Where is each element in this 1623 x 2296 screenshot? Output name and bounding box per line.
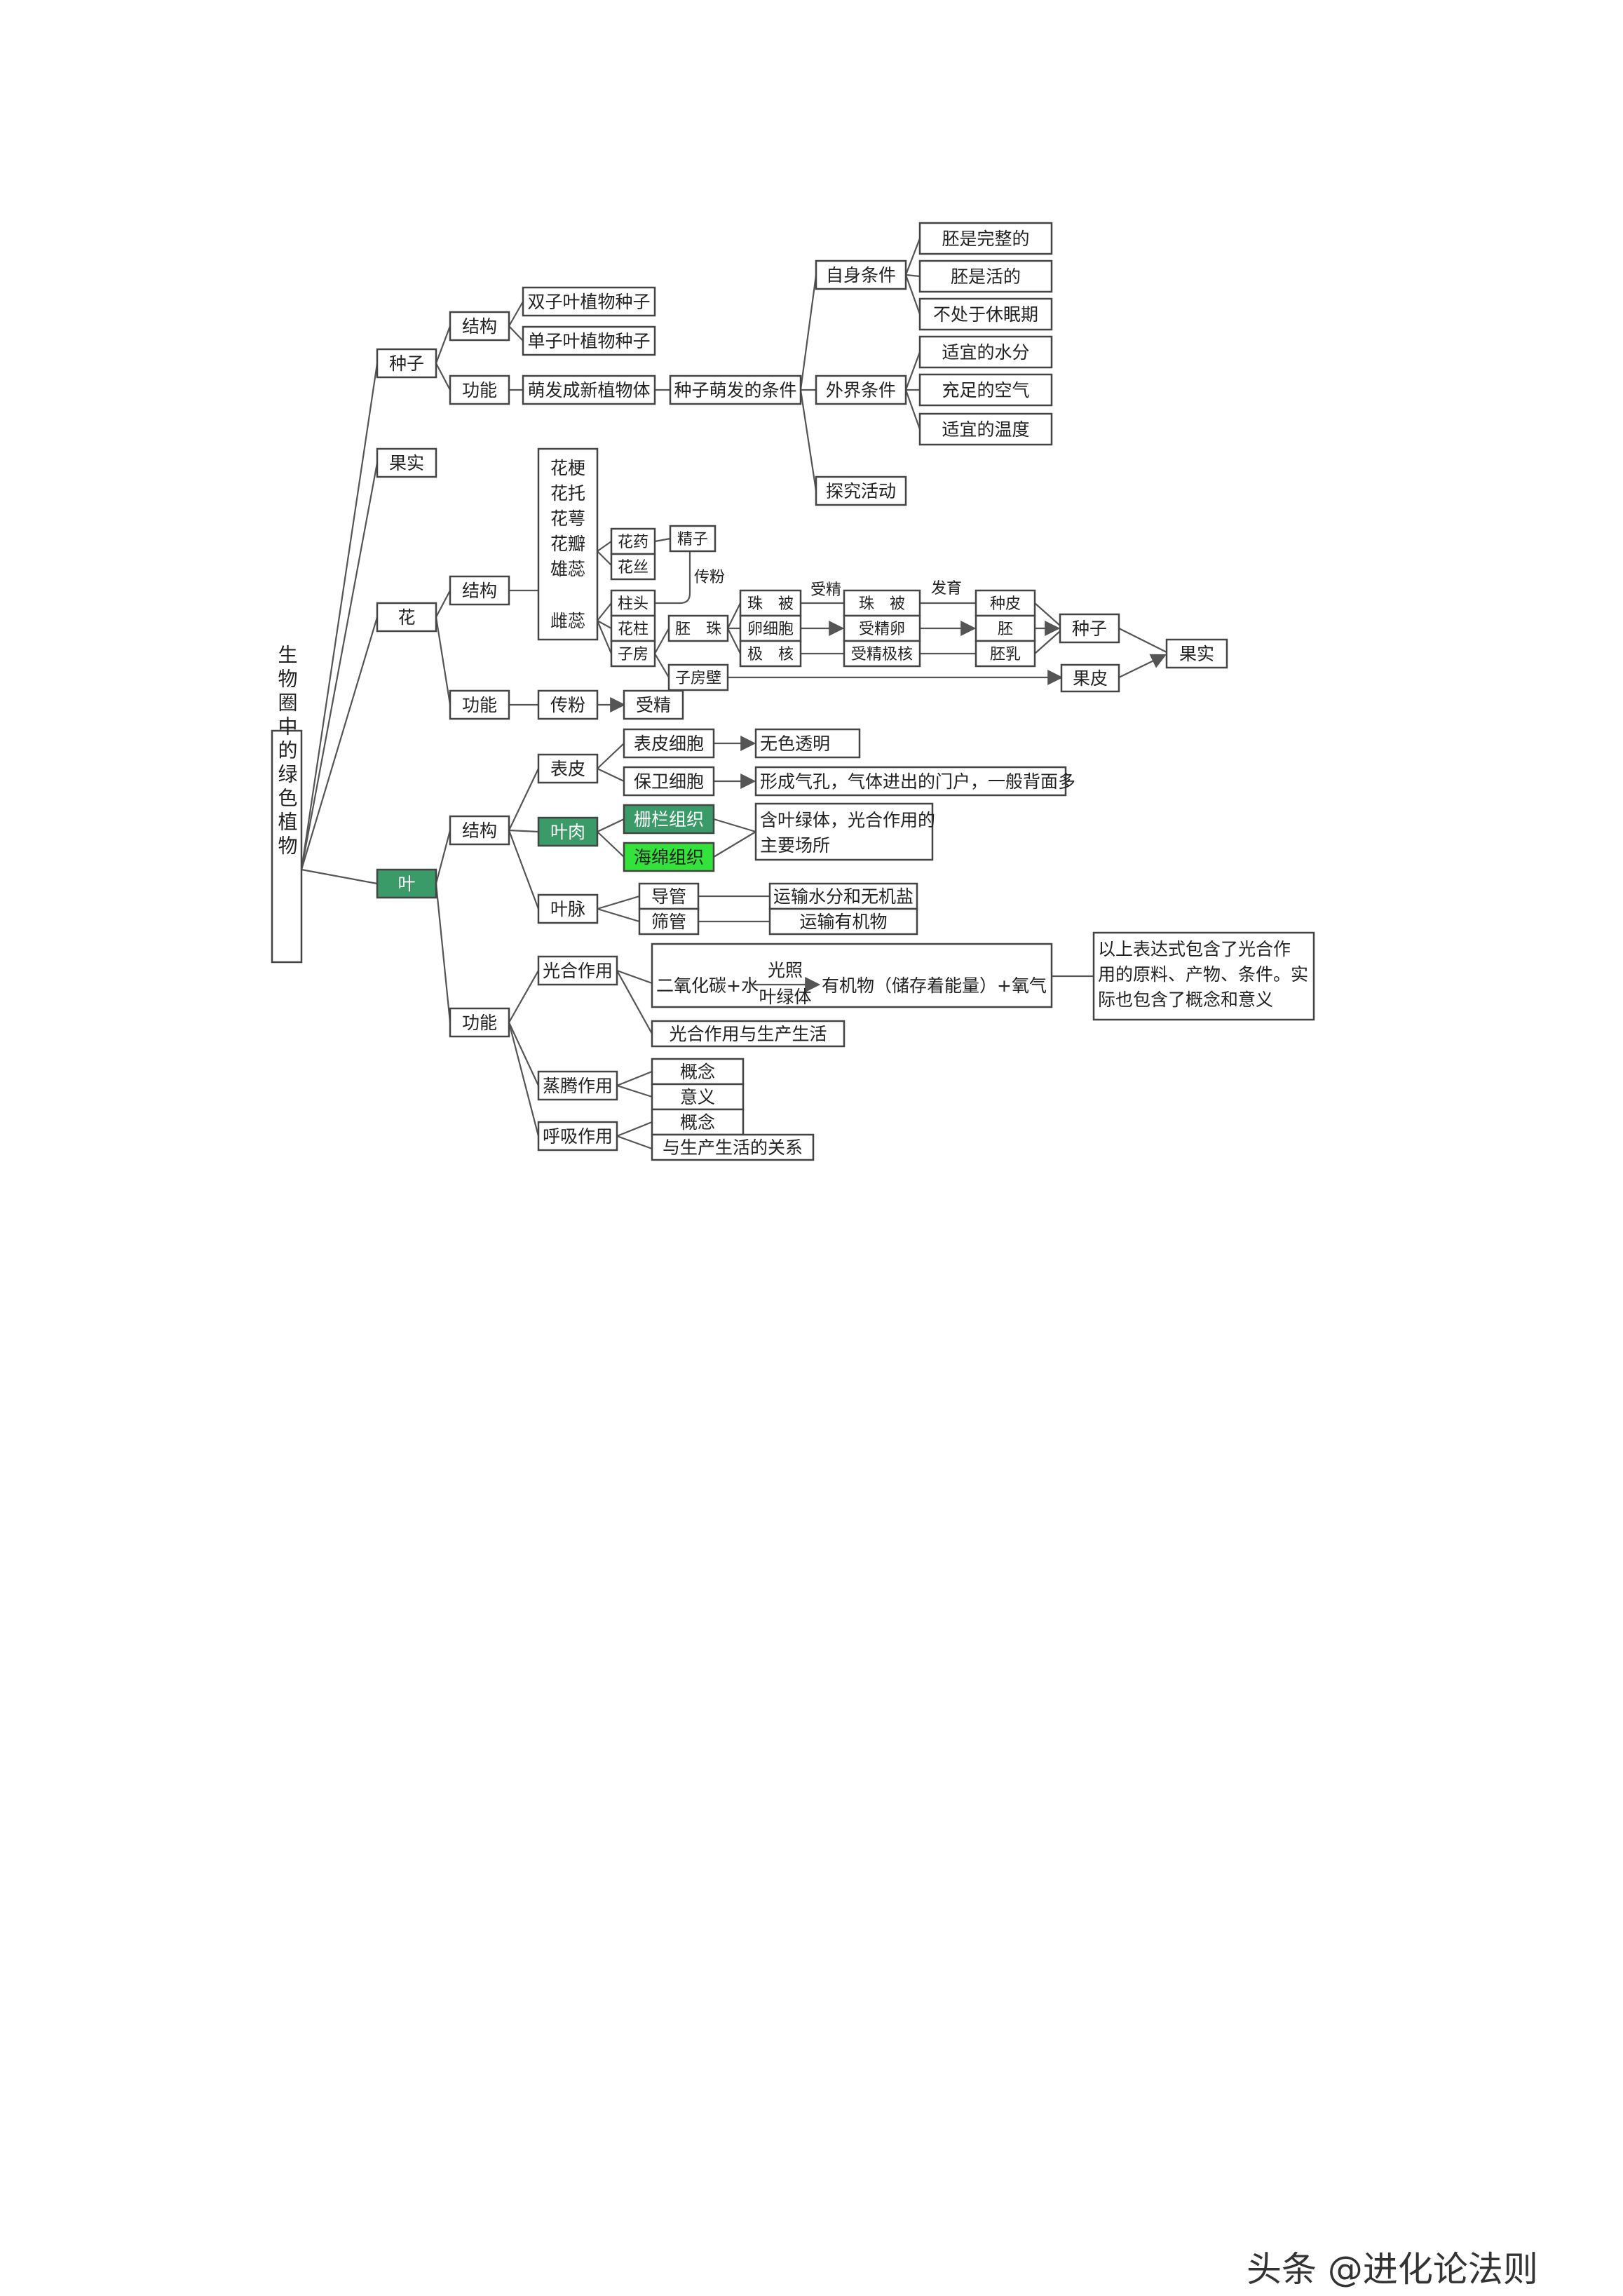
equation-condition-bottom: 叶绿体 bbox=[759, 987, 811, 1007]
epidermal-cell: 表皮细胞 bbox=[634, 734, 704, 754]
leaf-structure: 结构 bbox=[462, 821, 497, 841]
result-seed: 种子 bbox=[1072, 619, 1107, 639]
sufficient-air: 充足的空气 bbox=[942, 380, 1029, 400]
mesophyll: 叶肉 bbox=[550, 822, 585, 842]
meaning-transpiration: 意义 bbox=[680, 1087, 715, 1107]
seed-function: 功能 bbox=[462, 380, 497, 400]
filament: 花丝 bbox=[618, 559, 648, 576]
leaf-label: 叶 bbox=[398, 874, 415, 894]
root-title: 生物圈中的绿色植物 bbox=[276, 644, 299, 859]
respiration-life-relation: 与生产生活的关系 bbox=[663, 1137, 803, 1158]
note-line-2: 用的原料、产物、条件。实 bbox=[1098, 964, 1308, 985]
photosynthesis: 光合作用 bbox=[543, 961, 613, 981]
seed-branch: 种子 结构 功能 双子叶植物种子 单子叶植物种子 萌发成新植物体 种子萌发的条件… bbox=[376, 222, 1053, 506]
egg-cell: 卵细胞 bbox=[747, 621, 794, 638]
pollination-label: 传粉 bbox=[694, 569, 725, 586]
develop-plant: 萌发成新植物体 bbox=[527, 380, 650, 400]
flower-structure: 结构 bbox=[462, 581, 497, 601]
external-conditions: 外界条件 bbox=[826, 380, 896, 400]
embryo: 胚 bbox=[998, 621, 1013, 638]
transport-organic: 运输有机物 bbox=[799, 912, 887, 932]
fertilization-label: 受精 bbox=[810, 581, 841, 599]
concept-respiration: 概念 bbox=[680, 1112, 715, 1133]
chloroplast-line-1: 含叶绿体，光合作用的 bbox=[760, 810, 935, 830]
stoma-description: 形成气孔，气体进出的门户，一般背面多 bbox=[760, 771, 1075, 792]
monocot-seed: 单子叶植物种子 bbox=[527, 331, 650, 351]
vein: 叶脉 bbox=[550, 899, 585, 919]
concept-transpiration: 概念 bbox=[680, 1062, 715, 1082]
photosynthesis-life: 光合作用与生产生活 bbox=[669, 1024, 827, 1044]
ovary-wall: 子房壁 bbox=[675, 670, 721, 687]
connector-lines: 传粉 受精 发育 bbox=[300, 238, 1167, 1150]
style: 花柱 bbox=[618, 621, 648, 638]
embryo-alive: 胚是活的 bbox=[951, 266, 1021, 287]
pollination: 传粉 bbox=[550, 695, 585, 715]
equation-condition-top: 光照 bbox=[768, 960, 803, 980]
result-fruit: 果实 bbox=[1179, 644, 1214, 664]
pistil-label: 雌蕊 bbox=[550, 611, 585, 631]
colorless-transparent: 无色透明 bbox=[760, 734, 830, 754]
polar-nuclei: 极 核 bbox=[747, 646, 794, 663]
equation-left: 二氧化碳+水 bbox=[656, 975, 759, 996]
germination-conditions: 种子萌发的条件 bbox=[674, 380, 796, 400]
explore-activity: 探究活动 bbox=[826, 481, 896, 501]
stigma: 柱头 bbox=[618, 595, 648, 613]
watermark: 头条 @进化论法则 bbox=[1247, 2249, 1538, 2290]
seed-label: 种子 bbox=[389, 353, 424, 374]
fertilized-polar: 受精极核 bbox=[851, 646, 913, 663]
respiration: 呼吸作用 bbox=[543, 1126, 613, 1147]
integument: 珠 被 bbox=[747, 595, 794, 613]
zygote: 受精卵 bbox=[859, 621, 905, 638]
flower-function: 功能 bbox=[462, 695, 497, 715]
leaf-function: 功能 bbox=[462, 1013, 497, 1033]
suitable-temperature: 适宜的温度 bbox=[942, 419, 1029, 440]
sperm: 精子 bbox=[677, 531, 708, 548]
pericarp: 果皮 bbox=[1073, 668, 1108, 689]
anther: 花药 bbox=[618, 534, 648, 551]
note-line-3: 际也包含了概念和意义 bbox=[1098, 990, 1273, 1010]
ovary: 子房 bbox=[618, 646, 648, 663]
suitable-water: 适宜的水分 bbox=[942, 342, 1029, 363]
transpiration: 蒸腾作用 bbox=[543, 1076, 613, 1096]
fertilization: 受精 bbox=[636, 695, 671, 715]
flower-branch: 花 结构 功能 花梗花托花萼花瓣雄蕊 雌蕊 花药 花丝 精子 柱头 花柱 子房 … bbox=[376, 447, 1228, 720]
vessel: 导管 bbox=[651, 886, 686, 907]
develop-label: 发育 bbox=[931, 580, 962, 597]
flower-label: 花 bbox=[398, 607, 415, 628]
self-conditions: 自身条件 bbox=[826, 265, 896, 285]
equation-right: 有机物（储存着能量）+氧气 bbox=[822, 975, 1047, 996]
equation-box bbox=[651, 943, 1053, 1008]
ovule: 胚 珠 bbox=[675, 621, 721, 638]
seed-coat: 种皮 bbox=[990, 595, 1021, 613]
sieve-tube: 筛管 bbox=[651, 912, 686, 932]
flower-parts: 花梗花托花萼花瓣雄蕊 bbox=[550, 458, 585, 579]
guard-cell: 保卫细胞 bbox=[634, 771, 704, 792]
chloroplast-line-2: 主要场所 bbox=[760, 835, 830, 856]
seed-structure: 结构 bbox=[462, 316, 497, 337]
transport-water: 运输水分和无机盐 bbox=[773, 886, 914, 907]
not-dormant: 不处于休眠期 bbox=[933, 304, 1038, 325]
palisade-tissue: 栅栏组织 bbox=[634, 809, 704, 830]
embryo-complete: 胚是完整的 bbox=[942, 229, 1029, 249]
seed-box bbox=[376, 348, 437, 379]
endosperm: 胚乳 bbox=[990, 646, 1021, 663]
integument-2: 珠 被 bbox=[859, 595, 905, 613]
leaf-branch: 叶 结构 功能 表皮 叶肉 叶脉 表皮细胞 保卫细胞 无色透明 形成气孔，气体进… bbox=[376, 728, 1315, 1161]
spongy-tissue: 海绵组织 bbox=[634, 847, 704, 867]
note-line-1: 以上表达式包含了光合作 bbox=[1098, 939, 1291, 959]
dicot-seed: 双子叶植物种子 bbox=[527, 292, 650, 312]
fruit-label: 果实 bbox=[389, 453, 424, 473]
root-box bbox=[271, 729, 303, 964]
epidermis: 表皮 bbox=[550, 759, 585, 779]
